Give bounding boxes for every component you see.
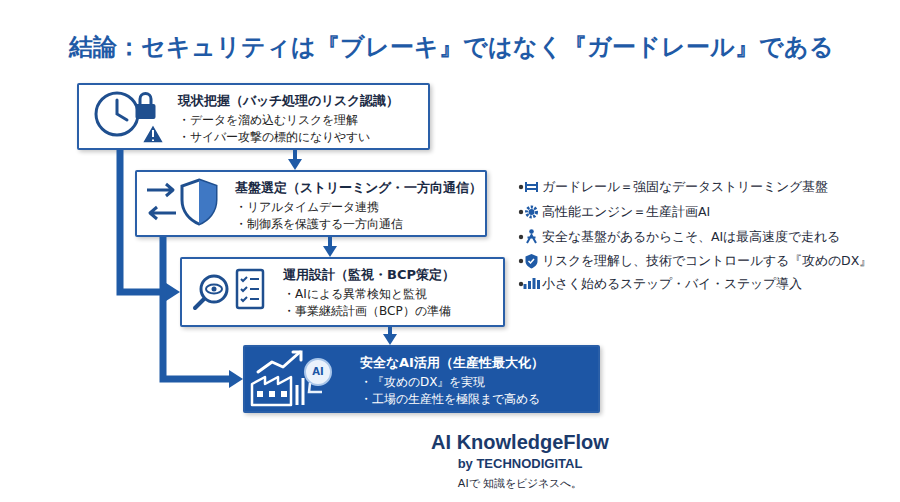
growth-line: [258, 352, 300, 372]
box-bullet: ・リアルタイムデータ連携: [235, 199, 485, 216]
brand-name: AI KnowledgeFlow: [320, 428, 720, 456]
icon-label: AI: [303, 364, 333, 380]
box-bullet: ・サイバー攻撃の標的になりやすい: [178, 129, 428, 146]
result-box: 安全なAI活用（生産性最大化） ・『攻めのDX』を実現・工場の生産性を極限まで高め…: [243, 345, 600, 413]
growth-arrowhead: [293, 352, 301, 360]
brand-company: by TECHNODIGITAL: [320, 455, 720, 473]
shield-outline: [182, 180, 216, 224]
bullet-dot: [519, 282, 523, 286]
box-bullet: ・データを溜め込むリスクを理解: [178, 112, 428, 129]
checklist-sheet: [237, 270, 263, 308]
clock-hands: [117, 100, 127, 120]
process-box: 運用設計（監視・BCP策定） ・AIによる異常検知と監視・事業継続計画（BCP）の…: [180, 257, 505, 327]
bar-chart-symbol: [525, 278, 539, 289]
factory-window: [281, 391, 287, 397]
box-heading: 運用設計（監視・BCP策定）: [283, 265, 503, 284]
bullet-dot: [519, 185, 523, 189]
flow-arrow: [328, 237, 332, 246]
eye-outline: [206, 285, 222, 294]
runner-head: [529, 229, 534, 234]
magnifier-handle: [195, 299, 204, 308]
factory-window: [257, 391, 263, 397]
process-box: 基盤選定（ストリーミング・一方向通信） ・リアルタイムデータ連携・制御系を保護する…: [135, 170, 487, 237]
process-box: 現状把握（バッチ処理のリスク認識） ・データを溜め込むリスクを理解・サイバー攻撃の…: [77, 83, 430, 150]
flow-arrow: [293, 150, 297, 159]
shield-check: [529, 259, 535, 263]
factory-outline: [252, 377, 291, 405]
clock-face: [96, 93, 138, 135]
lock-body: [136, 104, 156, 119]
box-bullet: ・事業継続計画（BCP）の準備: [283, 303, 503, 320]
point-text: リスクを理解し、技術でコントロールする『攻めのDX』: [542, 252, 872, 270]
ai-neck: [309, 383, 322, 392]
shield-half: [199, 180, 216, 224]
bullet-dot: [519, 259, 523, 263]
warning-mark: [152, 130, 154, 141]
arrows-shield-icon: [147, 180, 216, 224]
lock-shackle: [140, 94, 151, 105]
gear-hub: [529, 209, 535, 215]
flow-arrow: [388, 327, 392, 334]
flow-arrow: [120, 150, 166, 292]
box-bullet: ・制御系を保護する一方向通信: [235, 216, 485, 233]
guardrail-symbol: [526, 182, 537, 192]
shield-symbol: [526, 254, 538, 269]
checklist-lines: [241, 277, 259, 301]
box-heading: 基盤選定（ストリーミング・一方向通信）: [235, 178, 485, 197]
flow-arrow: [163, 237, 229, 379]
box-heading: 安全なAI活用（生産性最大化）: [360, 353, 598, 372]
gear-teeth: [527, 207, 537, 217]
bullet-dot: [519, 210, 523, 214]
brand-tagline: AIで 知識をビジネスへ。: [320, 476, 720, 492]
box-heading: 現状把握（バッチ処理のリスク認識）: [178, 91, 428, 110]
factory-window: [269, 391, 275, 397]
warning-triangle: [142, 124, 164, 143]
growth-bars: [297, 378, 303, 405]
box-bullet: ・『攻めのDX』を実現: [360, 374, 598, 391]
box-bullet: ・AIによる異常検知と監視: [283, 286, 503, 303]
diagram-title: 結論：セキュリティは『ブレーキ』ではなく『ガードレール』である: [0, 30, 900, 64]
monitor-checklist-icon: [195, 270, 263, 308]
right-arrow-symbol: [147, 184, 173, 196]
point-text: ガードレール＝強固なデータストリーミング基盤: [542, 178, 828, 196]
box-bullet: ・工場の生産性を極限まで高める: [360, 391, 598, 408]
runner-body: [527, 235, 536, 243]
clock-lock-icon: [96, 93, 164, 143]
factory-ai-icon: [252, 352, 331, 405]
point-list-icons: [519, 182, 539, 289]
magnifier-lens: [201, 276, 227, 302]
left-arrow-symbol: [150, 207, 176, 219]
point-text: 小さく始めるステップ・バイ・ステップ導入: [542, 275, 802, 293]
point-text: 高性能エンジン＝生産計画AI: [542, 203, 710, 221]
eye-pupil: [212, 287, 217, 292]
bullet-dot: [519, 235, 523, 239]
point-text: 安全な基盤があるからこそ、AIは最高速度で走れる: [542, 228, 840, 246]
